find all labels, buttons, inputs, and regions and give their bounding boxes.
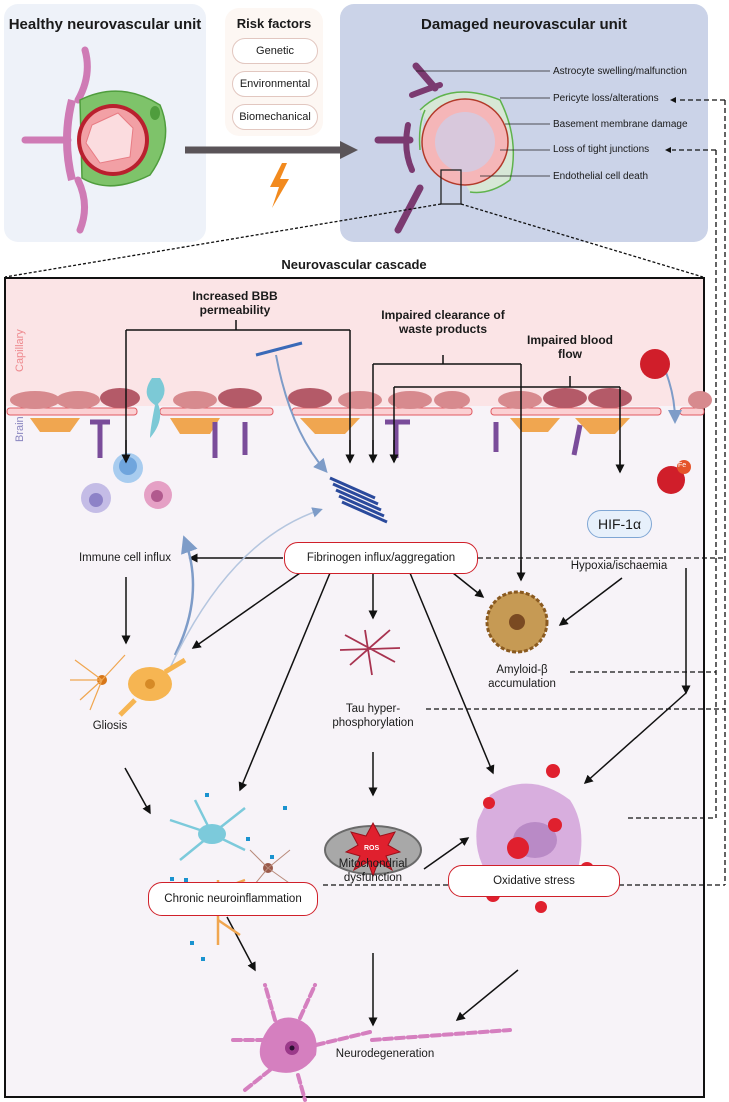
header-bbb-permeability: Increased BBB permeability bbox=[192, 289, 278, 317]
glial-cells-icon bbox=[70, 654, 187, 717]
node-fibrinogen: Fibrinogen influx/aggregation bbox=[284, 542, 478, 574]
immune-cells-icon bbox=[81, 453, 172, 513]
label-tight-junctions: Loss of tight junctions bbox=[553, 144, 650, 155]
header-waste-clearance: Impaired clearance of waste products bbox=[381, 308, 505, 336]
lightning-bolt-icon bbox=[270, 163, 289, 208]
node-amyloid: Amyloid-β accumulation bbox=[488, 664, 556, 690]
node-hypoxia: Hypoxia/ischaemia bbox=[570, 560, 668, 572]
risk-factor-environmental: Environmental bbox=[232, 71, 318, 97]
risk-factors-title: Risk factors bbox=[236, 16, 312, 31]
tau-tangle-icon bbox=[339, 629, 401, 676]
label-astrocyte: Astrocyte swelling/malfunction bbox=[553, 66, 687, 77]
healthy-vessel bbox=[21, 46, 167, 234]
node-chronic-neuroinflammation: Chronic neuroinflammation bbox=[148, 882, 318, 916]
capillary-wall bbox=[6, 378, 712, 458]
node-gliosis: Gliosis bbox=[92, 720, 128, 732]
label-basement: Basement membrane damage bbox=[553, 119, 688, 130]
node-neurodegeneration: Neurodegeneration bbox=[335, 1048, 435, 1060]
ros-burst-icon bbox=[344, 821, 402, 878]
ros-label: ROS bbox=[364, 845, 380, 852]
damaged-panel bbox=[340, 4, 708, 242]
node-tau: Tau hyper-phosphorylation bbox=[332, 703, 414, 729]
node-mitochondrial: Mitochondrial dysfunction bbox=[338, 858, 408, 884]
immune-cell-transmigrating bbox=[146, 378, 165, 438]
risk-factor-biomechanical: Biomechanical bbox=[232, 104, 318, 130]
degenerating-neuron-icon bbox=[228, 983, 512, 1102]
damaged-panel-title: Damaged neurovascular unit bbox=[421, 16, 627, 33]
red-blood-cell-iron-icon bbox=[657, 466, 685, 494]
node-immune-cell-influx: Immune cell influx bbox=[78, 552, 172, 564]
damaged-vessel bbox=[374, 62, 550, 234]
label-pericyte: Pericyte loss/alterations bbox=[553, 93, 659, 104]
node-oxidative-stress: Oxidative stress bbox=[448, 865, 620, 897]
header-blood-flow: Impaired blood flow bbox=[526, 333, 613, 361]
microglia-cytokines-icon bbox=[169, 793, 293, 961]
node-hif1a: HIF-1α bbox=[587, 510, 652, 538]
red-blood-cell-icon bbox=[640, 349, 670, 379]
healthy-panel-title: Healthy neurovascular unit bbox=[8, 16, 202, 33]
cascade-title: Neurovascular cascade bbox=[281, 257, 427, 272]
risk-factor-genetic: Genetic bbox=[232, 38, 318, 64]
fe-badge: Fe bbox=[678, 462, 687, 469]
fibrin-aggregate-icon bbox=[255, 341, 388, 524]
capillary-region bbox=[5, 278, 703, 406]
brain-region bbox=[5, 406, 703, 1096]
label-endothelial: Endothelial cell death bbox=[553, 171, 649, 182]
cascade-frame bbox=[4, 277, 705, 1098]
